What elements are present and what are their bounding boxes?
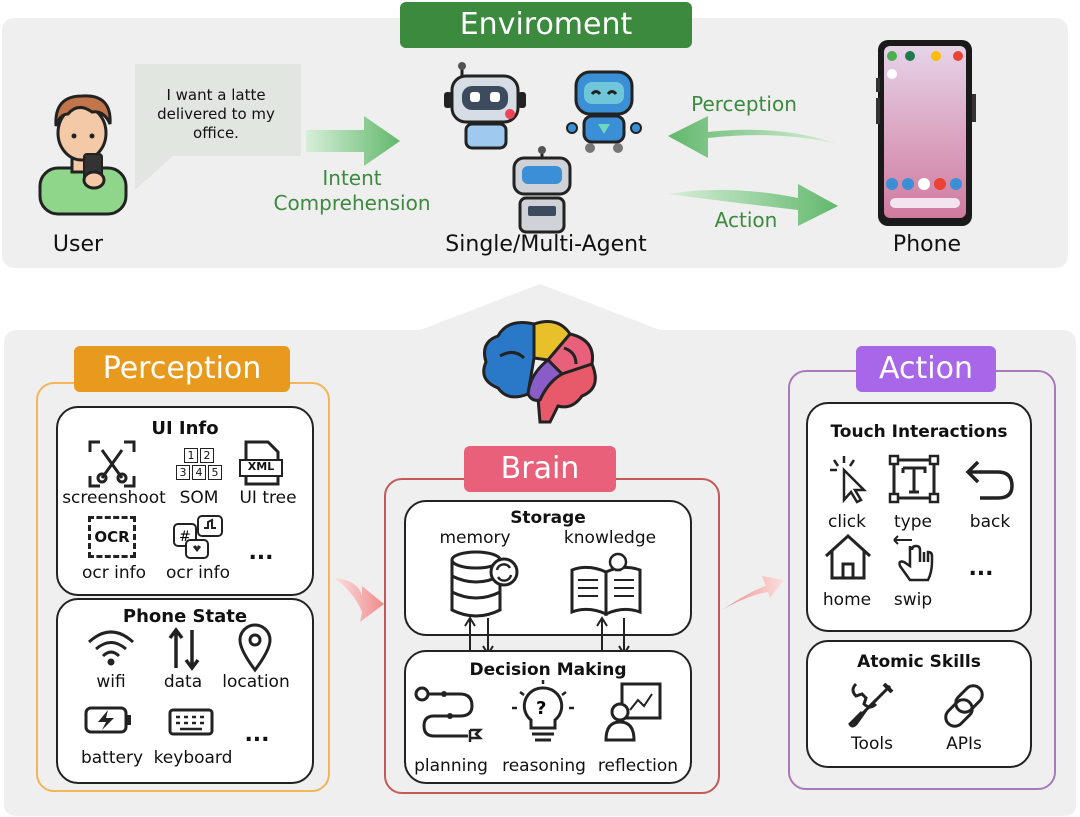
intent-arrow bbox=[306, 116, 400, 166]
atomic-skills-box: Atomic Skills bbox=[806, 640, 1032, 768]
touch-item: swip bbox=[893, 590, 933, 610]
swipe-hand-icon bbox=[893, 535, 934, 582]
ui-info-item: ocr info bbox=[81, 563, 147, 583]
reflection-icon bbox=[604, 682, 662, 742]
data-arrows-icon bbox=[168, 627, 200, 671]
touch-item: click bbox=[828, 512, 866, 532]
tools-icon bbox=[848, 682, 894, 728]
robot-icon bbox=[444, 62, 526, 150]
flow-arrow bbox=[722, 576, 784, 610]
touch-item: back bbox=[969, 512, 1011, 532]
perception-banner: Perception bbox=[74, 346, 290, 392]
phone-state-box: Phone State bbox=[56, 598, 314, 784]
phone-state-item: location bbox=[222, 672, 290, 692]
decision-title: Decision Making bbox=[469, 660, 627, 680]
wifi-icon bbox=[87, 630, 135, 666]
storage-item: memory bbox=[439, 528, 511, 548]
book-bulb-icon bbox=[570, 552, 642, 617]
speech-bubble-text: I want a latte delivered to my office. bbox=[157, 86, 275, 142]
decision-item: reasoning bbox=[502, 756, 586, 776]
ocr-icon: OCR bbox=[88, 516, 136, 558]
touch-item: home bbox=[822, 590, 872, 610]
phone-state-item: data bbox=[163, 672, 203, 692]
som-digit: 4 bbox=[192, 465, 206, 480]
touch-more: ... bbox=[968, 556, 994, 581]
phone-icon bbox=[876, 40, 976, 226]
location-icon bbox=[238, 623, 272, 673]
perception-arrow bbox=[668, 116, 838, 158]
back-arrow-icon bbox=[965, 460, 1014, 500]
keyboard-icon bbox=[168, 708, 214, 736]
ui-info-item: screenshoot bbox=[62, 488, 166, 508]
touch-item: type bbox=[894, 512, 932, 532]
atomic-skills-title: Atomic Skills bbox=[857, 652, 981, 672]
robot-icon bbox=[566, 70, 642, 153]
robot-icon bbox=[512, 146, 572, 234]
atomic-item: APIs bbox=[946, 734, 982, 754]
connector-arrows bbox=[464, 616, 630, 656]
environment-banner: Enviroment bbox=[400, 2, 692, 48]
user-figure-icon bbox=[38, 94, 128, 216]
type-text-icon bbox=[888, 454, 940, 504]
ui-info-title: UI Info bbox=[151, 418, 219, 439]
phone-state-title: Phone State bbox=[122, 606, 248, 627]
decision-item: reflection bbox=[597, 756, 679, 776]
xml-icon-text: XML bbox=[247, 460, 275, 473]
svg-text:?: ? bbox=[536, 698, 546, 719]
chain-link-icon bbox=[944, 684, 984, 728]
touch-title: Touch Interactions bbox=[830, 422, 1008, 442]
touch-box: Touch Interactions bbox=[806, 402, 1032, 632]
agent-label: Single/Multi-Agent bbox=[445, 232, 647, 257]
svg-text:#: # bbox=[179, 529, 191, 545]
ui-info-box: UI Info bbox=[56, 406, 314, 596]
brain-icon bbox=[482, 320, 597, 424]
planning-icon bbox=[414, 686, 484, 742]
decision-item: planning bbox=[414, 756, 488, 776]
phone-state-item: keyboard bbox=[153, 748, 233, 768]
phone-state-item: battery bbox=[80, 748, 144, 768]
screenshot-icon bbox=[88, 440, 136, 488]
user-label: User bbox=[52, 232, 104, 257]
intent-label: Intent Comprehension bbox=[273, 166, 431, 215]
atomic-item: Tools bbox=[851, 734, 893, 754]
xml-file-icon bbox=[239, 440, 283, 486]
ui-info-item: UI tree bbox=[239, 488, 297, 508]
battery-icon bbox=[84, 706, 131, 734]
phone-state-more: ... bbox=[244, 722, 270, 747]
action-arrow bbox=[668, 184, 838, 226]
social-icon: # bbox=[173, 515, 223, 559]
perception-arrow-label: Perception bbox=[691, 92, 797, 116]
action-banner: Action bbox=[856, 346, 996, 392]
ocr-icon-text: OCR bbox=[94, 528, 130, 546]
phone-state-item: wifi bbox=[96, 672, 126, 692]
database-icon bbox=[450, 550, 519, 618]
storage-title: Storage bbox=[510, 508, 586, 528]
click-cursor-icon bbox=[830, 456, 868, 504]
som-digit: 1 bbox=[184, 448, 198, 463]
home-icon bbox=[824, 533, 872, 580]
action-arrow-label: Action bbox=[714, 208, 778, 232]
phone-label: Phone bbox=[892, 232, 962, 257]
ui-info-item: ocr info bbox=[165, 563, 231, 583]
ui-info-more: ... bbox=[248, 540, 274, 565]
lightbulb-question-icon: ? bbox=[512, 680, 574, 742]
som-icon: 1 2 3 4 5 bbox=[172, 448, 226, 480]
brain-banner: Brain bbox=[464, 446, 616, 492]
speech-bubble-shape bbox=[133, 64, 301, 190]
som-digit: 5 bbox=[208, 465, 222, 480]
flow-arrow bbox=[334, 578, 384, 622]
som-digit: 2 bbox=[200, 448, 214, 463]
som-digit: 3 bbox=[176, 465, 190, 480]
storage-item: knowledge bbox=[563, 528, 657, 548]
ui-info-item: SOM bbox=[179, 488, 219, 508]
